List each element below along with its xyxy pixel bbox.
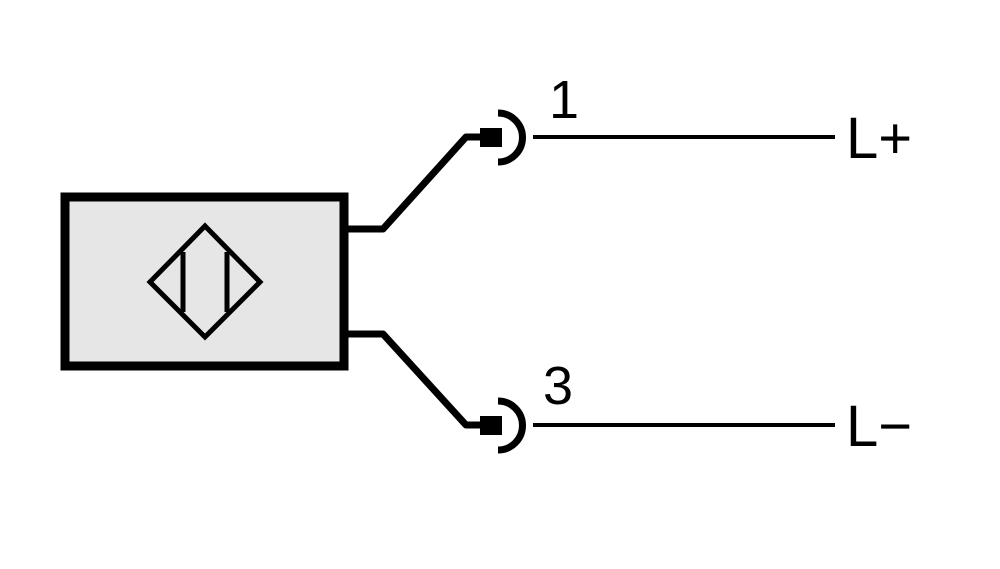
signal-label-l-plus: L+ <box>846 106 912 171</box>
sensor-body <box>60 192 349 371</box>
pin-number-3: 3 <box>543 356 573 416</box>
inductive-sensor-icon <box>146 222 264 341</box>
pin-number-1: 1 <box>549 70 579 130</box>
wire-pin-3 <box>344 330 482 429</box>
connector-plug-icon <box>480 397 526 454</box>
sensor-housing <box>60 192 349 371</box>
wire-pin-1 <box>344 133 482 233</box>
connector-plug-icon <box>480 109 526 166</box>
signal-label-l-minus: L− <box>846 394 912 459</box>
